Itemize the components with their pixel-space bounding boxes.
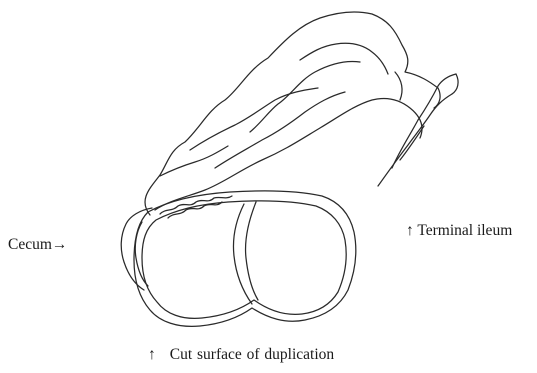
- duplication-septum-2: [245, 202, 258, 300]
- duplication-inner-rim: [142, 201, 346, 319]
- cut-surface-arrow: ↑: [148, 346, 156, 363]
- mucosal-edge: [160, 196, 232, 214]
- bowel-outline-lower: [155, 98, 422, 210]
- bowel-fold-4: [300, 43, 388, 74]
- ileum-tube-end: [452, 74, 458, 94]
- bowel-fold-5: [160, 146, 228, 176]
- duplication-septum: [233, 204, 252, 304]
- terminal-ileum-label: ↑ Terminal ileum: [406, 222, 512, 240]
- cut-surface-text: Cut surface of duplication: [170, 346, 334, 363]
- cecum-outline: [121, 208, 152, 290]
- bowel-outline-upper: [145, 12, 440, 215]
- cut-surface-label: ↑ Cut surface of duplication: [148, 346, 334, 364]
- mucosal-edge-2: [168, 202, 222, 218]
- bowel-fold-3: [250, 61, 360, 132]
- bowel-fold-2: [215, 92, 345, 168]
- bowel-fold-6: [395, 72, 402, 100]
- cecum-label: Cecum→: [8, 236, 67, 254]
